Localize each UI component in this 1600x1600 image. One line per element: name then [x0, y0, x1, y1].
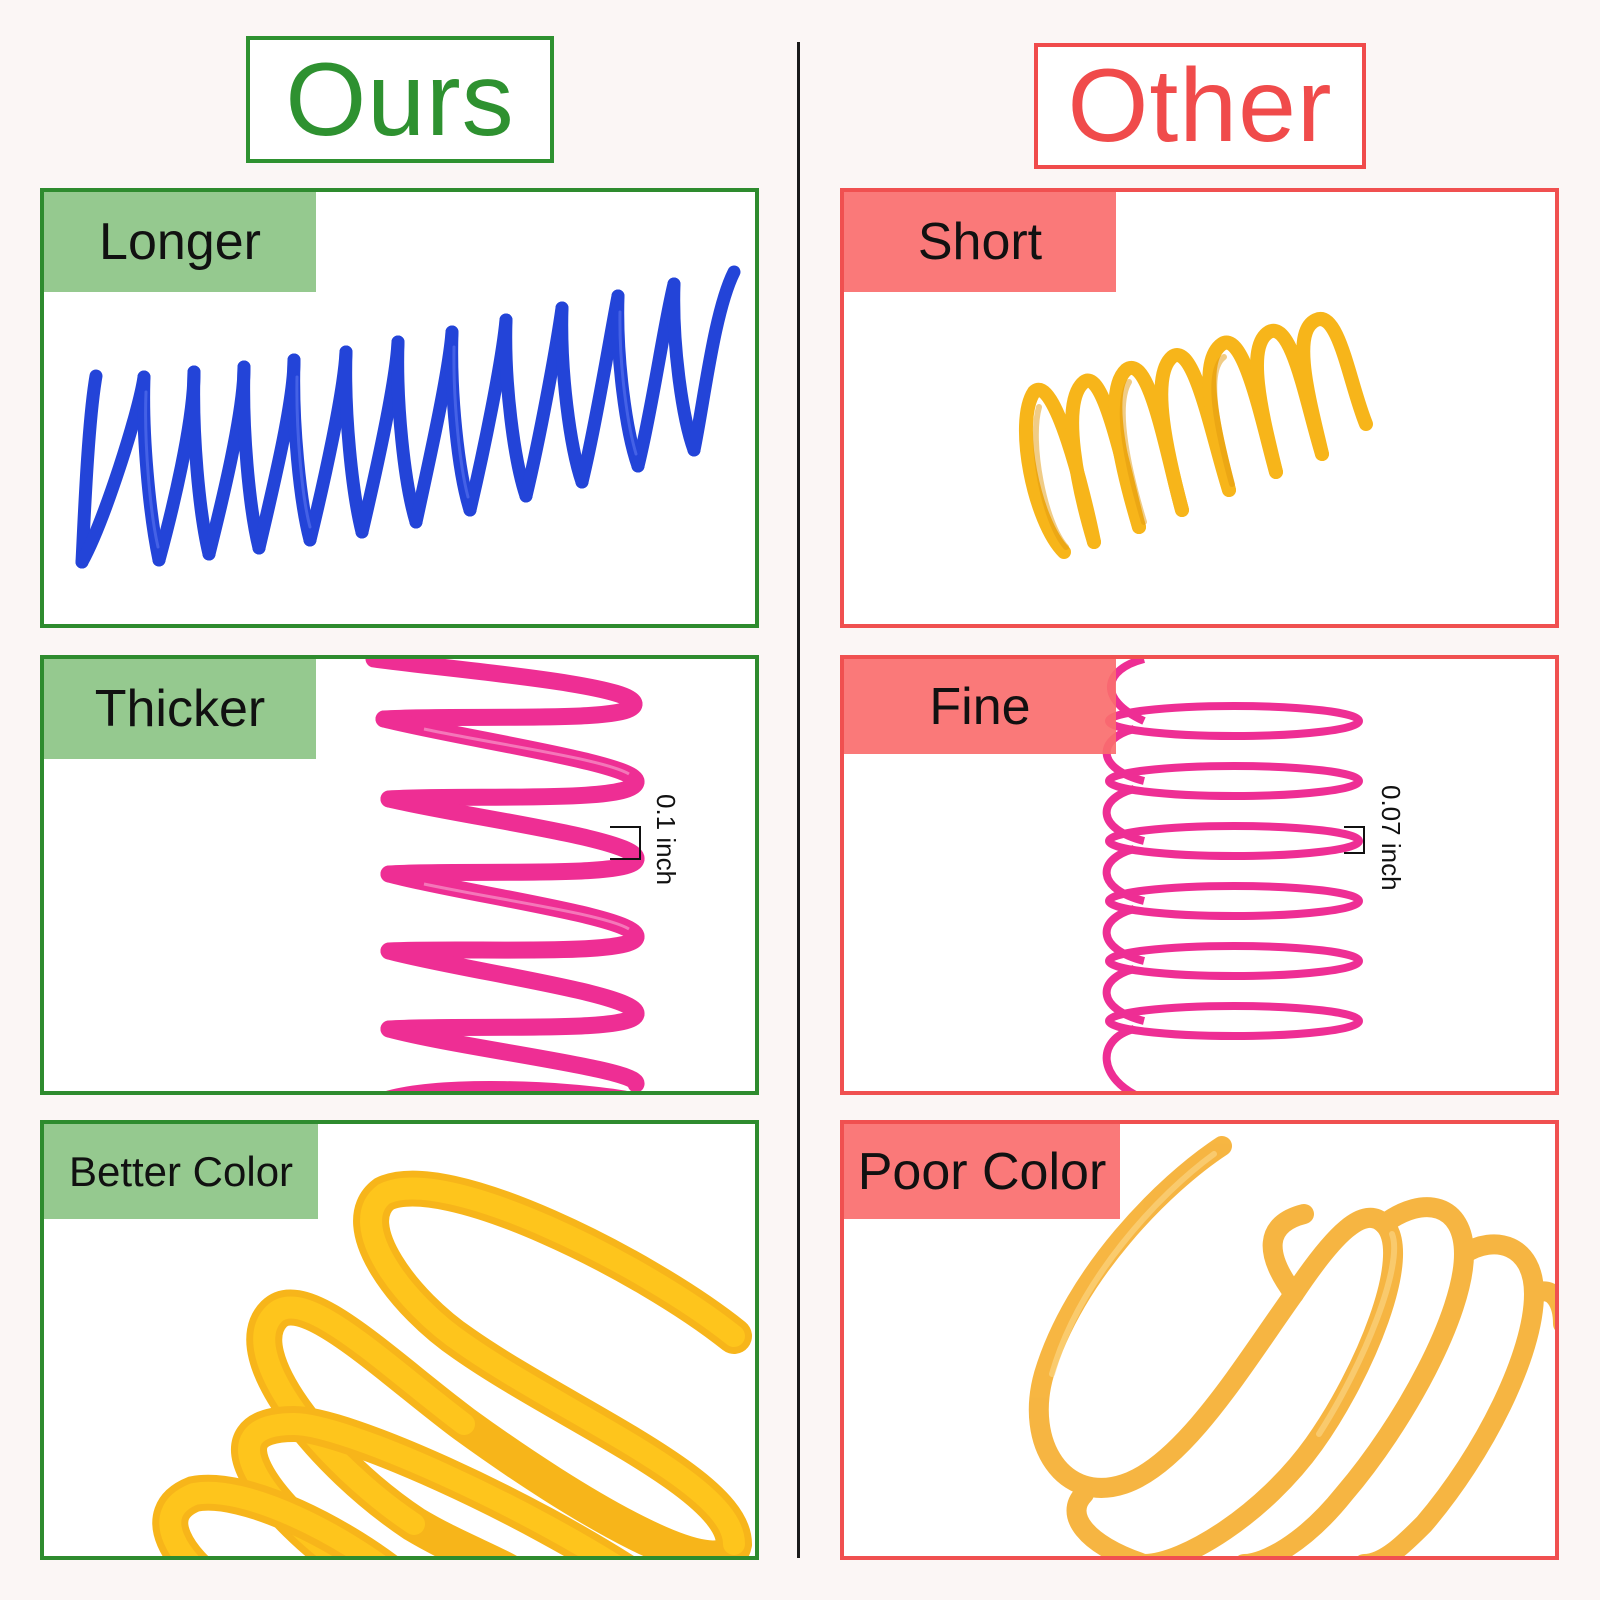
yellow-short-spring-image [1018, 312, 1373, 559]
poor-color-panel: Poor Color [840, 1120, 1559, 1560]
fine-label: Fine [929, 677, 1031, 736]
fine-measure: 0.07 inch [1376, 785, 1406, 891]
yellow-bright-spring-image [152, 1170, 753, 1556]
longer-panel: Longer [40, 188, 759, 628]
poor-color-tag: Poor Color [844, 1124, 1120, 1219]
poor-color-label: Poor Color [857, 1142, 1107, 1201]
thicker-tag: Thicker [44, 659, 316, 759]
short-panel: Short [840, 188, 1559, 628]
longer-label: Longer [99, 213, 261, 271]
ours-title: Ours [285, 41, 515, 158]
longer-tag: Longer [44, 192, 316, 292]
short-tag: Short [844, 192, 1116, 292]
center-divider [797, 42, 800, 1558]
short-label: Short [917, 213, 1043, 271]
better-color-tag: Better Color [44, 1124, 318, 1219]
pink-fine-spring-image [1102, 659, 1365, 1091]
ours-header: Ours [246, 36, 554, 163]
yellow-dull-spring-image [1028, 1136, 1555, 1556]
pink-thick-spring-image [365, 659, 645, 1091]
better-color-panel: Better Color [40, 1120, 759, 1560]
blue-long-spring-image [75, 265, 741, 569]
better-color-label: Better Color [68, 1147, 294, 1195]
thicker-label: Thicker [94, 680, 266, 738]
other-header: Other [1034, 43, 1366, 169]
fine-panel: Fine 0.07 inch [840, 655, 1559, 1095]
thicker-panel: Thicker 0.1 inch [40, 655, 759, 1095]
thicker-measure: 0.1 inch [651, 794, 681, 886]
other-title: Other [1067, 48, 1333, 164]
fine-tag: Fine [844, 659, 1116, 754]
